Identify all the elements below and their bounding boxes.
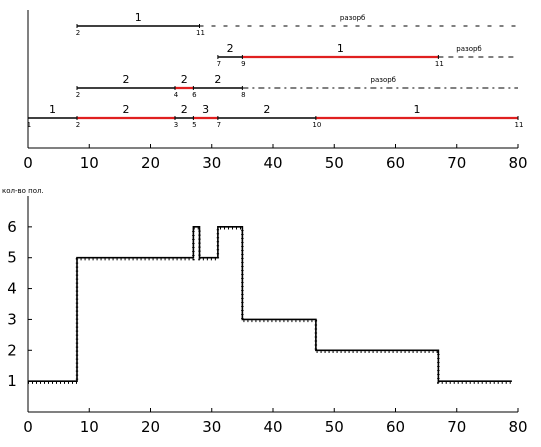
count-x-tick-label: 0 (23, 418, 33, 436)
schedule-node-label: 2 (76, 121, 80, 129)
count-y-ticks: 1 2 3 4 5 6 (7, 218, 32, 390)
count-x-tick-label: 20 (141, 418, 160, 436)
count-x-tick-label: 60 (386, 418, 405, 436)
schedule-axes (27, 10, 518, 149)
count-chart: кол-во пол. 0 10 20 30 40 50 60 70 80 1 2 3 4 5 6 (2, 187, 528, 436)
schedule-node-label: 4 (174, 91, 179, 99)
schedule-row: 2 1 7 9 11 разорб (217, 42, 518, 68)
schedule-x-tick-label: 50 (325, 154, 344, 172)
count-y-tick-label: 4 (7, 280, 17, 298)
schedule-node-label: 11 (435, 60, 444, 68)
count-x-tick-label: 30 (202, 418, 221, 436)
schedule-node-label: 2 (76, 91, 80, 99)
schedule-row-note: разорб (371, 76, 397, 84)
schedule-x-tick-label: 80 (508, 154, 527, 172)
schedule-x-tick-label: 40 (263, 154, 282, 172)
schedule-row-note: разорб (340, 14, 366, 22)
schedule-x-tick-label: 10 (80, 154, 99, 172)
schedule-node-label: 10 (312, 121, 321, 129)
schedule-node-label: 8 (241, 91, 245, 99)
schedule-node-label: 7 (217, 121, 221, 129)
schedule-x-tick-label: 60 (386, 154, 405, 172)
schedule-x-tick-label: 0 (23, 154, 33, 172)
count-x-tick-label: 40 (263, 418, 282, 436)
schedule-segment-number: 2 (181, 73, 188, 86)
schedule-node-label: 2 (76, 29, 80, 37)
count-x-ticks: 0 10 20 30 40 50 60 70 80 (23, 408, 528, 436)
schedule-segment-number: 2 (214, 73, 221, 86)
schedule-segment-number: 2 (227, 42, 234, 55)
schedule-node-label: 11 (515, 121, 524, 129)
schedule-x-tick-label: 70 (447, 154, 466, 172)
count-step-line (28, 226, 512, 382)
count-x-tick-label: 50 (325, 418, 344, 436)
schedule-segment-number: 1 (49, 103, 56, 116)
count-x-tick-label: 10 (80, 418, 99, 436)
schedule-segment-number: 3 (202, 103, 209, 116)
schedule-segment-number: 2 (263, 103, 270, 116)
count-y-tick-label: 5 (7, 249, 17, 267)
count-x-tick-label: 80 (508, 418, 527, 436)
count-axes (27, 196, 518, 413)
schedule-segment-number: 1 (413, 103, 420, 116)
count-y-axis-label: кол-во пол. (2, 187, 44, 195)
count-step-dots (28, 227, 512, 384)
schedule-node-label: 11 (196, 29, 205, 37)
count-y-tick-label: 6 (7, 218, 17, 236)
count-x-tick-label: 70 (447, 418, 466, 436)
count-series (28, 226, 512, 384)
schedule-segment-number: 2 (181, 103, 188, 116)
schedule-segment-number: 2 (123, 73, 130, 86)
schedule-segment-number: 2 (123, 103, 130, 116)
schedule-segment-number: 1 (135, 11, 142, 24)
count-y-tick-label: 3 (7, 310, 17, 328)
schedule-x-tick-label: 20 (141, 154, 160, 172)
schedule-node-label: 5 (192, 121, 196, 129)
schedule-row: 1 2 11 разорб (76, 11, 518, 37)
schedule-segment-number: 1 (337, 42, 344, 55)
schedule-node-label: 1 (27, 121, 31, 129)
schedule-x-tick-label: 30 (202, 154, 221, 172)
count-y-tick-label: 2 (7, 341, 17, 359)
schedule-row-note: разорб (456, 45, 482, 53)
schedule-node-label: 3 (174, 121, 178, 129)
schedule-x-ticks: 0 10 20 30 40 50 60 70 80 (23, 144, 528, 172)
schedule-node-label: 9 (241, 60, 245, 68)
count-y-tick-label: 1 (7, 372, 17, 390)
schedule-node-label: 7 (217, 60, 221, 68)
schedule-node-label: 6 (192, 91, 197, 99)
